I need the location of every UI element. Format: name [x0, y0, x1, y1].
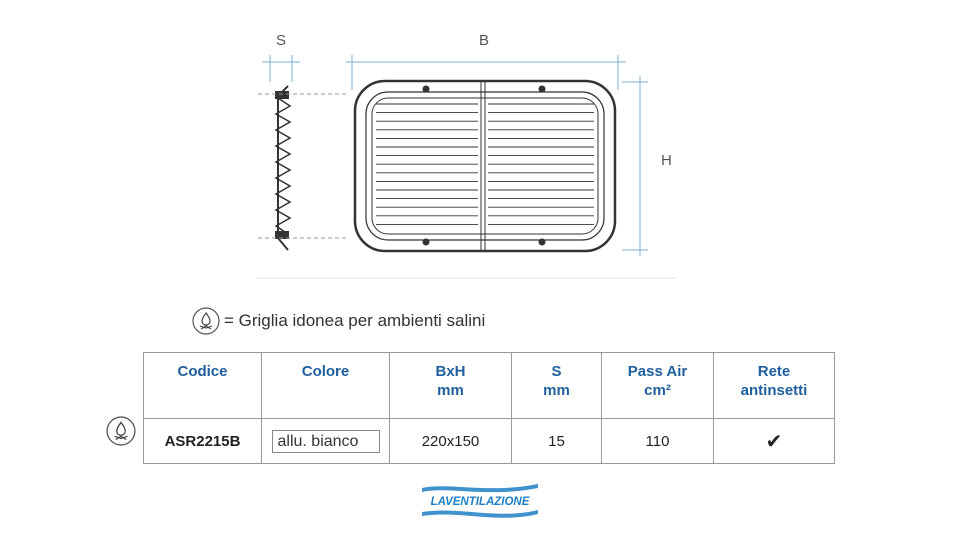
cell-pass-air: 110 — [601, 418, 714, 464]
cell-s: 15 — [511, 418, 602, 464]
table-row: ASR2215B allu. bianco 220x150 15 110 ✔ — [143, 418, 835, 464]
cell-rete: ✔ — [713, 418, 835, 464]
dim-line-b — [346, 55, 626, 90]
header-colore: Colore — [261, 352, 390, 419]
dim-label-b: B — [479, 32, 489, 49]
dim-label-h: H — [661, 152, 672, 169]
laventilazione-logo: LAVENTILAZIONE — [422, 484, 538, 518]
dim-label-s: S — [276, 32, 286, 49]
dim-line-s — [262, 55, 300, 82]
logo-text: LAVENTILAZIONE — [431, 496, 530, 508]
saline-environment-icon — [192, 307, 220, 335]
saline-legend: = Griglia idonea per ambienti salini — [192, 306, 485, 336]
check-icon: ✔ — [765, 430, 783, 453]
profile-guide-lines — [258, 93, 346, 239]
dim-line-h — [622, 76, 648, 256]
cell-bxh: 220x150 — [389, 418, 512, 464]
cell-codice: ASR2215B — [143, 418, 262, 464]
side-profile — [274, 85, 292, 251]
front-grille — [353, 79, 617, 253]
header-codice: Codice — [143, 352, 262, 419]
technical-drawing: S B H — [256, 32, 676, 279]
legend-text: = Griglia idonea per ambienti salini — [224, 311, 486, 330]
colore-swatch-label: allu. bianco — [271, 429, 380, 453]
cell-colore: allu. bianco — [261, 418, 390, 464]
row-saline-icon — [106, 416, 136, 446]
